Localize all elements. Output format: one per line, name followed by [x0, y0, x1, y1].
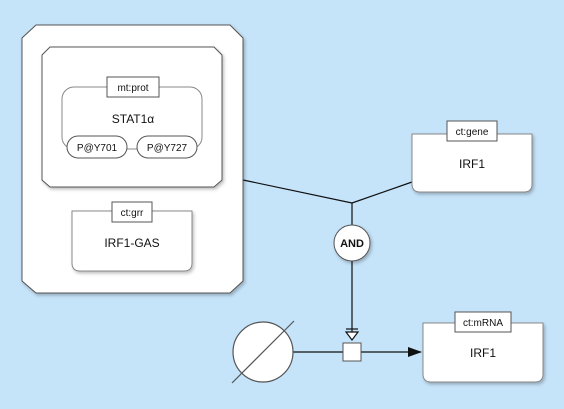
irf1-gene-node[interactable]: ct:gene IRF1	[411, 120, 533, 193]
stat1a-uoi-box	[106, 76, 160, 98]
state-variable: P@Y701	[77, 143, 118, 154]
irf1-mrna-node[interactable]: ct:mRNA IRF1	[422, 311, 544, 383]
irf1-mrna-uoi: ct:mRNA	[463, 318, 503, 329]
irf1-gas-label: IRF1-GAS	[104, 236, 159, 250]
edge-gene-to-and[interactable]	[351, 181, 413, 204]
and-operator-label: AND	[340, 238, 364, 250]
irf1-gene-label: IRF1	[459, 157, 485, 171]
irf1-gas-node[interactable]: ct:grr IRF1-GAS	[71, 201, 193, 272]
source-sink-node[interactable]	[231, 320, 295, 384]
empty-set-slash-icon	[231, 320, 295, 384]
irf1-mrna-uoi-box	[454, 311, 512, 333]
irf1-gas-uoi-box	[111, 201, 153, 223]
irf1-gene-uoi-box	[446, 120, 498, 142]
stat1a-uoi: mt:prot	[117, 83, 148, 94]
necessary-stimulation-marker	[344, 328, 360, 341]
irf1-mrna-label: IRF1	[470, 346, 496, 360]
and-operator-node[interactable]: AND	[333, 224, 371, 262]
state-variable: P@Y727	[147, 143, 188, 154]
edges	[242, 179, 422, 357]
irf1-gene-uoi: ct:gene	[456, 127, 489, 138]
edge-complex-to-and[interactable]	[242, 179, 353, 204]
irf1-gas-uoi: ct:grr	[121, 208, 144, 219]
process-node[interactable]	[342, 342, 362, 362]
stat1a-dimer-node[interactable]: mt:prot STAT1α P@Y701 P@Y727	[41, 46, 223, 188]
stat1a-label: STAT1α	[112, 112, 155, 126]
state-variable-box	[66, 135, 128, 159]
state-variable-box	[136, 135, 198, 159]
